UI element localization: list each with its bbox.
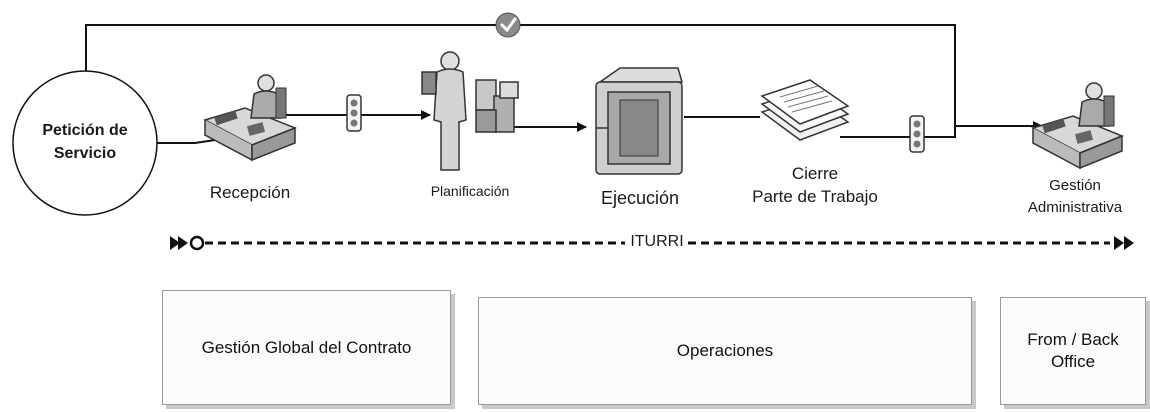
traffic-light-icon bbox=[346, 94, 362, 132]
step-label-planificacion: Planificación bbox=[430, 183, 510, 199]
area-operaciones: Operaciones bbox=[478, 297, 972, 405]
timeline-label: ITURRI bbox=[630, 233, 684, 250]
traffic-light-icon bbox=[909, 115, 925, 153]
area-gestion-global-label: Gestión Global del Contrato bbox=[201, 337, 412, 357]
person-at-desk-icon bbox=[1031, 82, 1124, 170]
start-node bbox=[12, 70, 158, 216]
area-gestion-global: Gestión Global del Contrato bbox=[162, 290, 451, 405]
machine-icon bbox=[595, 67, 683, 175]
person-with-boxes-icon bbox=[421, 51, 519, 171]
start-node-label-line1: Petición de bbox=[42, 122, 128, 139]
step-label-gestion-line2: Administrativa bbox=[1027, 199, 1123, 216]
step-label-cierre-line2: Parte de Trabajo bbox=[752, 187, 878, 206]
start-node-label-line2: Servicio bbox=[53, 145, 117, 162]
area-front-back-office: From / Back Office bbox=[1000, 297, 1146, 405]
step-label-gestion-line1: Gestión bbox=[1049, 177, 1101, 194]
area-front-back-office-line1: From / Back bbox=[1027, 330, 1119, 349]
person-at-desk-icon bbox=[203, 74, 298, 162]
timeline bbox=[170, 235, 1134, 251]
step-label-recepcion: Recepción bbox=[209, 183, 291, 202]
area-front-back-office-line2: Office bbox=[1050, 352, 1096, 371]
area-operaciones-label: Operaciones bbox=[676, 341, 774, 360]
documents-icon bbox=[760, 79, 850, 141]
step-label-ejecucion: Ejecución bbox=[600, 188, 680, 208]
check-icon bbox=[495, 12, 521, 38]
step-label-cierre-line1: Cierre bbox=[791, 164, 839, 183]
